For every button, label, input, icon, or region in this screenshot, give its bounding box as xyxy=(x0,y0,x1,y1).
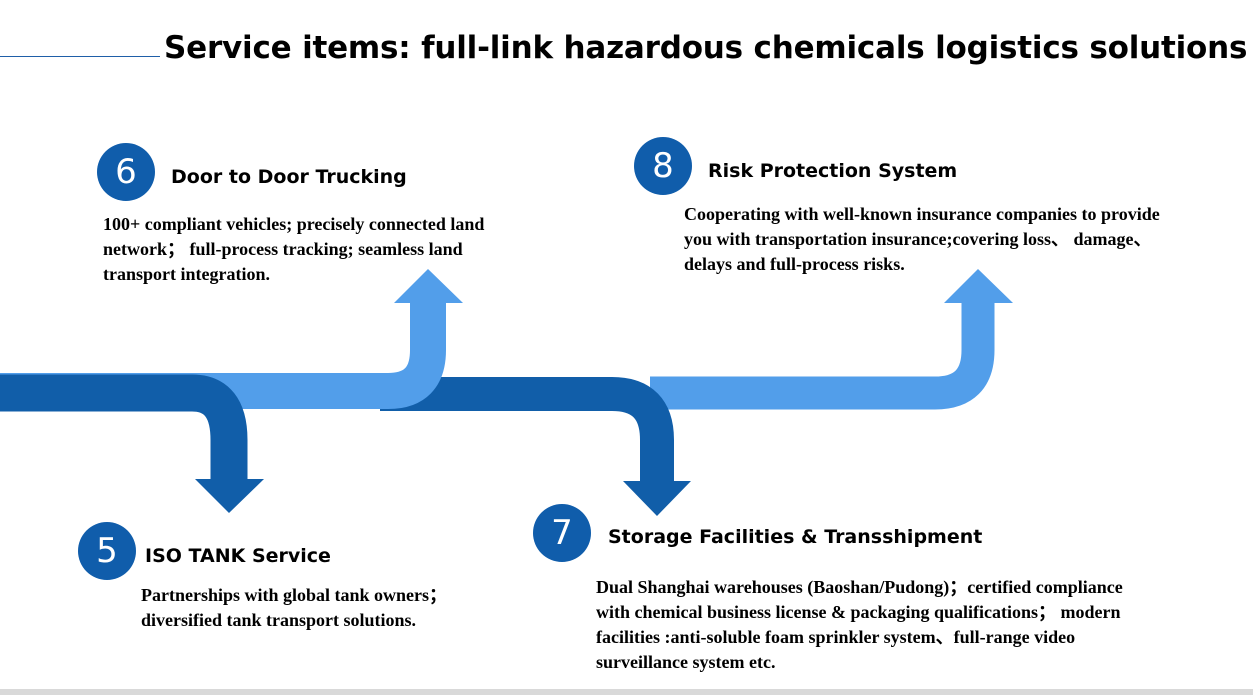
step-8-heading: Risk Protection System xyxy=(708,160,958,182)
text-line: Cooperating with well-known insurance co… xyxy=(684,204,1160,224)
text-line: Partnerships with global tank owners； xyxy=(141,585,448,605)
text-line: Dual Shanghai warehouses (Baoshan/Pudong… xyxy=(596,577,1123,597)
step-5-heading: ISO TANK Service xyxy=(145,545,331,567)
title-rule xyxy=(0,56,160,57)
step-8-badge: 8 xyxy=(634,137,692,195)
page-title: Service items: full-link hazardous chemi… xyxy=(164,30,1248,66)
arrow-to-6 xyxy=(0,269,463,409)
step-7-description: Dual Shanghai warehouses (Baoshan/Pudong… xyxy=(596,575,1123,675)
step-7-heading: Storage Facilities & Transshipment xyxy=(608,526,983,548)
text-line: transport integration. xyxy=(103,264,270,284)
step-7-badge: 7 xyxy=(533,504,591,562)
arrow-to-8 xyxy=(650,269,1013,410)
text-line: delays and full-process risks. xyxy=(684,254,905,274)
text-line: facilities :anti-soluble foam sprinkler … xyxy=(596,627,1076,647)
step-8-description: Cooperating with well-known insurance co… xyxy=(684,202,1160,277)
text-line: you with transportation insurance;coveri… xyxy=(684,229,1152,249)
text-line: with chemical business license & packagi… xyxy=(596,602,1121,622)
text-line: surveillance system etc. xyxy=(596,652,776,672)
text-line: diversified tank transport solutions. xyxy=(141,610,417,630)
step-6-badge: 6 xyxy=(97,143,155,201)
arrow-to-7 xyxy=(380,377,691,516)
step-6-heading: Door to Door Trucking xyxy=(171,166,407,188)
step-5-description: Partnerships with global tank owners； di… xyxy=(141,583,447,633)
bottom-border xyxy=(0,689,1253,695)
text-line: 100+ compliant vehicles; precisely conne… xyxy=(103,214,485,234)
step-5-badge: 5 xyxy=(78,522,136,580)
arrow-to-5 xyxy=(0,374,264,513)
text-line: network； full-process tracking; seamless… xyxy=(103,239,463,259)
step-6-description: 100+ compliant vehicles; precisely conne… xyxy=(103,212,484,287)
